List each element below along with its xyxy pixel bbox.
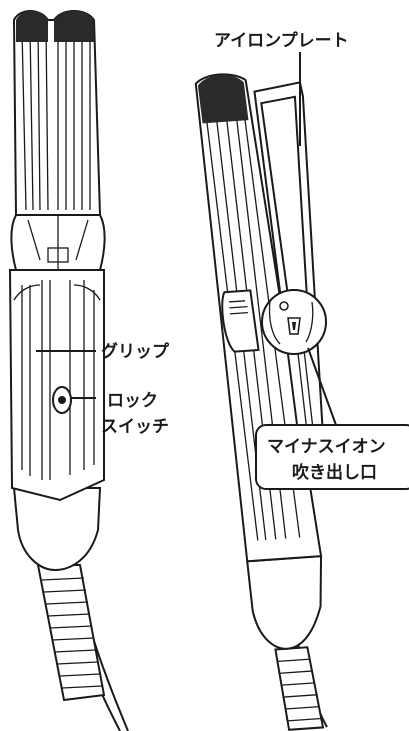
right-iron	[194, 73, 328, 731]
left-cord-ribs	[36, 564, 106, 702]
label-ion-line1: マイナスイオン	[267, 437, 386, 457]
label-grip: グリップ	[101, 341, 170, 362]
left-iron-base	[12, 487, 102, 572]
right-cord-ribs	[274, 646, 325, 731]
right-iron-base	[246, 555, 323, 650]
label-iron-plate: アイロンプレート	[214, 30, 349, 51]
left-iron-grip-body	[8, 269, 105, 502]
ion-callout-box	[255, 424, 409, 490]
left-iron	[8, 10, 129, 731]
leader-ion-outlet	[307, 347, 337, 426]
right-iron-hinge	[221, 289, 260, 353]
ion-outlet-detail	[261, 289, 327, 355]
label-lock-switch-line2: スイッチ	[101, 417, 169, 437]
label-lock-switch-line1: ロック	[107, 391, 158, 411]
label-ion-line2: 吹き出し口	[292, 462, 377, 483]
